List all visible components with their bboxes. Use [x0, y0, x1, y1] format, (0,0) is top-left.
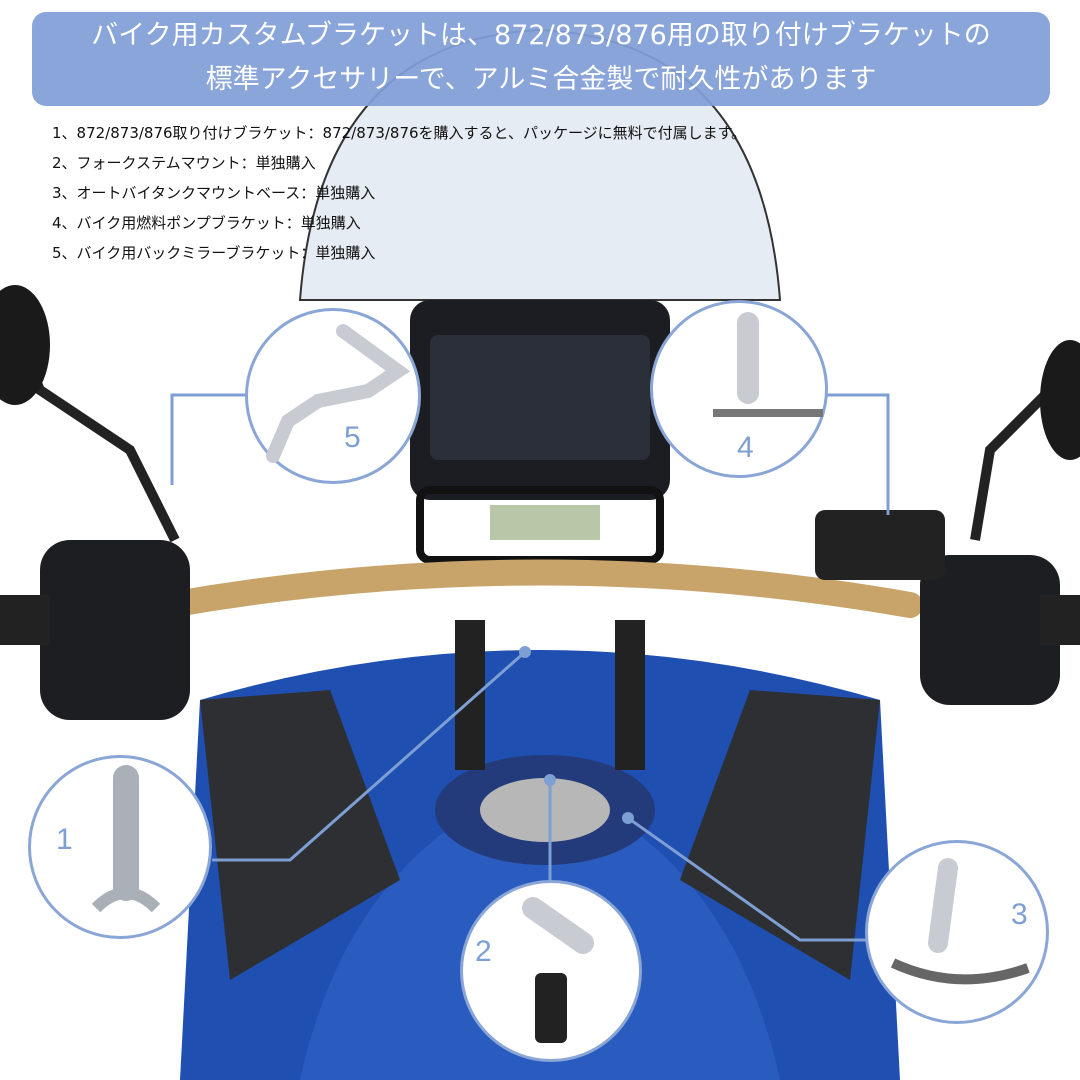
list-item: 5、バイク用バックミラーブラケット：単独購入 [52, 244, 376, 262]
callout-5-mirror-bracket: 5 [245, 308, 421, 484]
list-item: 1、872/873/876取り付けブラケット：872/873/876を購入すると… [52, 124, 747, 142]
bracket-icon [266, 324, 411, 463]
bracket-icon [522, 897, 594, 1043]
callout-3-tank-mount-base: 3 [865, 840, 1049, 1024]
list-item: 4、バイク用燃料ポンプブラケット：単独購入 [52, 214, 361, 232]
callout-number: 1 [56, 823, 73, 856]
callout-4-fuel-pump-bracket: 4 [650, 300, 828, 478]
headline-line-2: 標準アクセサリーで、アルミ合金製で耐久性があります [205, 64, 877, 95]
headline-line-1: バイク用カスタムブラケットは、872/873/876用の取り付けブラケットの [91, 20, 991, 51]
callout-number: 5 [344, 421, 361, 454]
callout-number: 2 [475, 935, 492, 968]
list-item: 2、フォークステムマウント：単独購入 [52, 154, 316, 172]
bracket-icon [890, 858, 1030, 985]
bracket-icon [713, 312, 823, 417]
bracket-icon [91, 765, 161, 913]
item-list: 1、872/873/876取り付けブラケット：872/873/876を購入すると… [52, 118, 746, 268]
list-item: 3、オートバイタンクマウントベース：単独購入 [52, 184, 376, 202]
callout-number: 4 [737, 431, 754, 464]
callout-1-mounting-bracket: 1 [28, 755, 212, 939]
callout-number: 3 [1011, 898, 1028, 931]
callout-2-fork-stem-mount: 2 [460, 880, 642, 1062]
headline-banner: バイク用カスタムブラケットは、872/873/876用の取り付けブラケットの 標… [32, 12, 1050, 106]
